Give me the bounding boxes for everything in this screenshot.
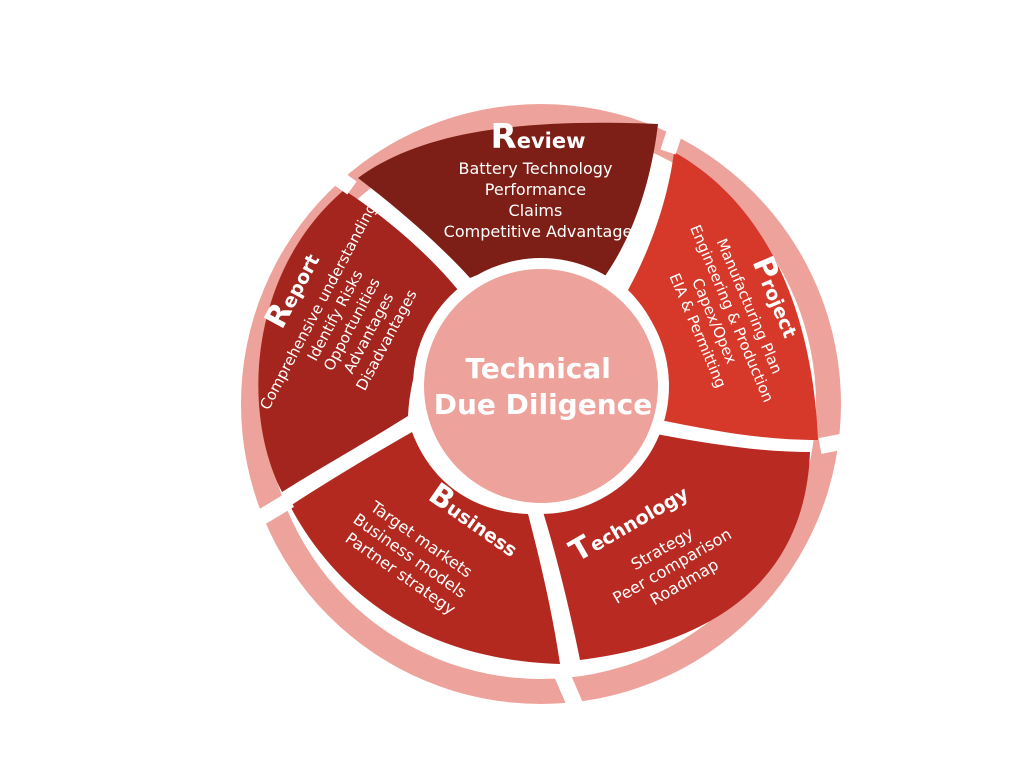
- segment-business: [290, 432, 560, 664]
- center-title-line2: Due Diligence: [434, 388, 653, 421]
- review-line: Competitive Advantage: [444, 222, 633, 241]
- svg-text:Battery Technology Perfo: Battery Technology Performance Claims Co…: [444, 159, 633, 241]
- svg-text:Technical Due Diligence: Technical Due Diligence: [434, 352, 653, 421]
- svg-text:Review: Review: [491, 117, 586, 157]
- center-hub: [424, 269, 658, 503]
- segment-project: [628, 152, 818, 440]
- review-line: Battery Technology: [458, 159, 612, 178]
- ring-separators: [235, 95, 874, 720]
- center-title-line1: Technical: [465, 352, 611, 385]
- segment-report: [258, 190, 458, 492]
- segment-wedges: [258, 122, 818, 664]
- review-line: Performance: [485, 180, 586, 199]
- review-initial: R: [491, 117, 517, 157]
- review-title-rest: eview: [517, 129, 586, 153]
- segment-review: [358, 122, 658, 278]
- review-line: Claims: [509, 201, 563, 220]
- review-text: Review Battery Technology Performance Cl…: [444, 117, 633, 241]
